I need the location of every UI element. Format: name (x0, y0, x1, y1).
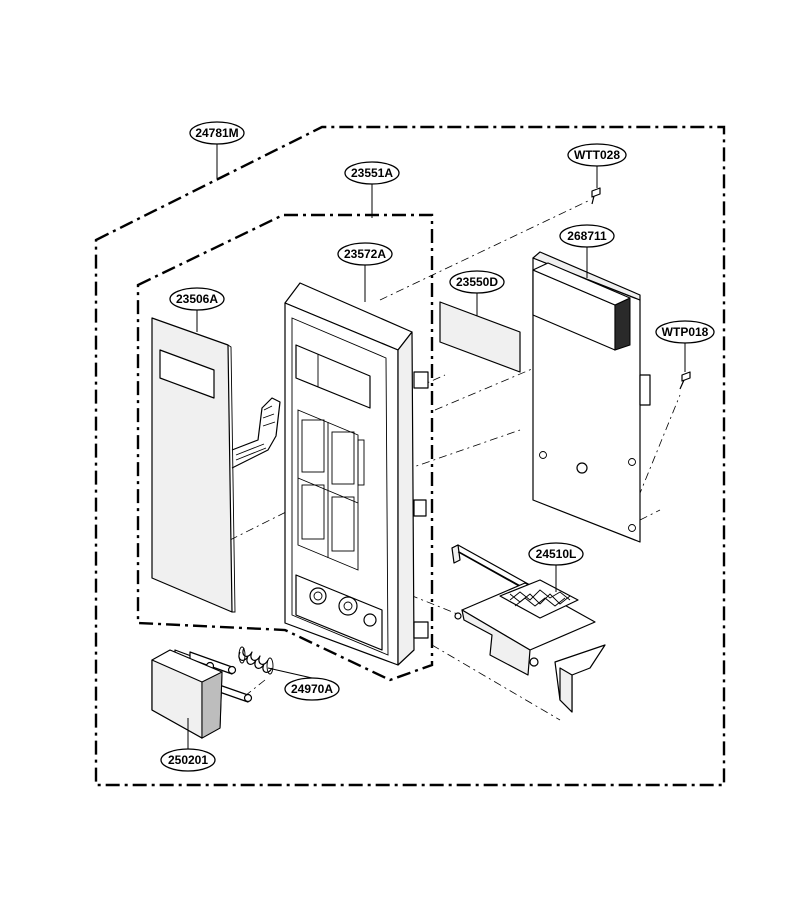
callout-23506a: 23506A (169, 287, 225, 311)
window-film-23550d (439, 301, 521, 373)
alignment-lines (229, 199, 681, 721)
callout-250201: 250201 (160, 748, 216, 772)
callout-leaders (187, 144, 686, 749)
membrane-keypad-23506a (151, 317, 281, 613)
svg-text:24510L: 24510L (536, 547, 577, 561)
callout-24781m: 24781M (189, 121, 245, 145)
door-lever-24510l (451, 544, 606, 713)
callout-23572a: 23572A (337, 242, 393, 266)
push-button-250201 (151, 649, 253, 739)
svg-text:250201: 250201 (168, 753, 208, 767)
callout-wtp018: WTP018 (655, 320, 715, 344)
svg-text:23506A: 23506A (176, 292, 218, 306)
screw-wtp018 (679, 371, 691, 390)
svg-text:268711: 268711 (567, 229, 607, 243)
svg-text:WTT028: WTT028 (574, 148, 620, 162)
spring-24970a (238, 646, 274, 675)
screw-wtt028 (591, 187, 601, 205)
svg-text:WTP018: WTP018 (662, 325, 709, 339)
svg-text:23550D: 23550D (456, 275, 498, 289)
svg-text:24781M: 24781M (195, 126, 238, 140)
callout-268711: 268711 (559, 224, 615, 248)
callout-24970a: 24970A (284, 677, 340, 701)
control-panel-frame-23572a (284, 282, 429, 666)
svg-text:24970A: 24970A (291, 682, 333, 696)
callout-23550d: 23550D (449, 270, 505, 294)
svg-text:23551A: 23551A (351, 166, 393, 180)
callout-24510l: 24510L (528, 542, 584, 566)
svg-text:23572A: 23572A (344, 247, 386, 261)
pcb-assembly-268711 (532, 251, 651, 543)
callout-23551a: 23551A (344, 161, 400, 185)
assembly-boundary-outer (94, 125, 726, 787)
callout-wtt028: WTT028 (567, 143, 627, 167)
